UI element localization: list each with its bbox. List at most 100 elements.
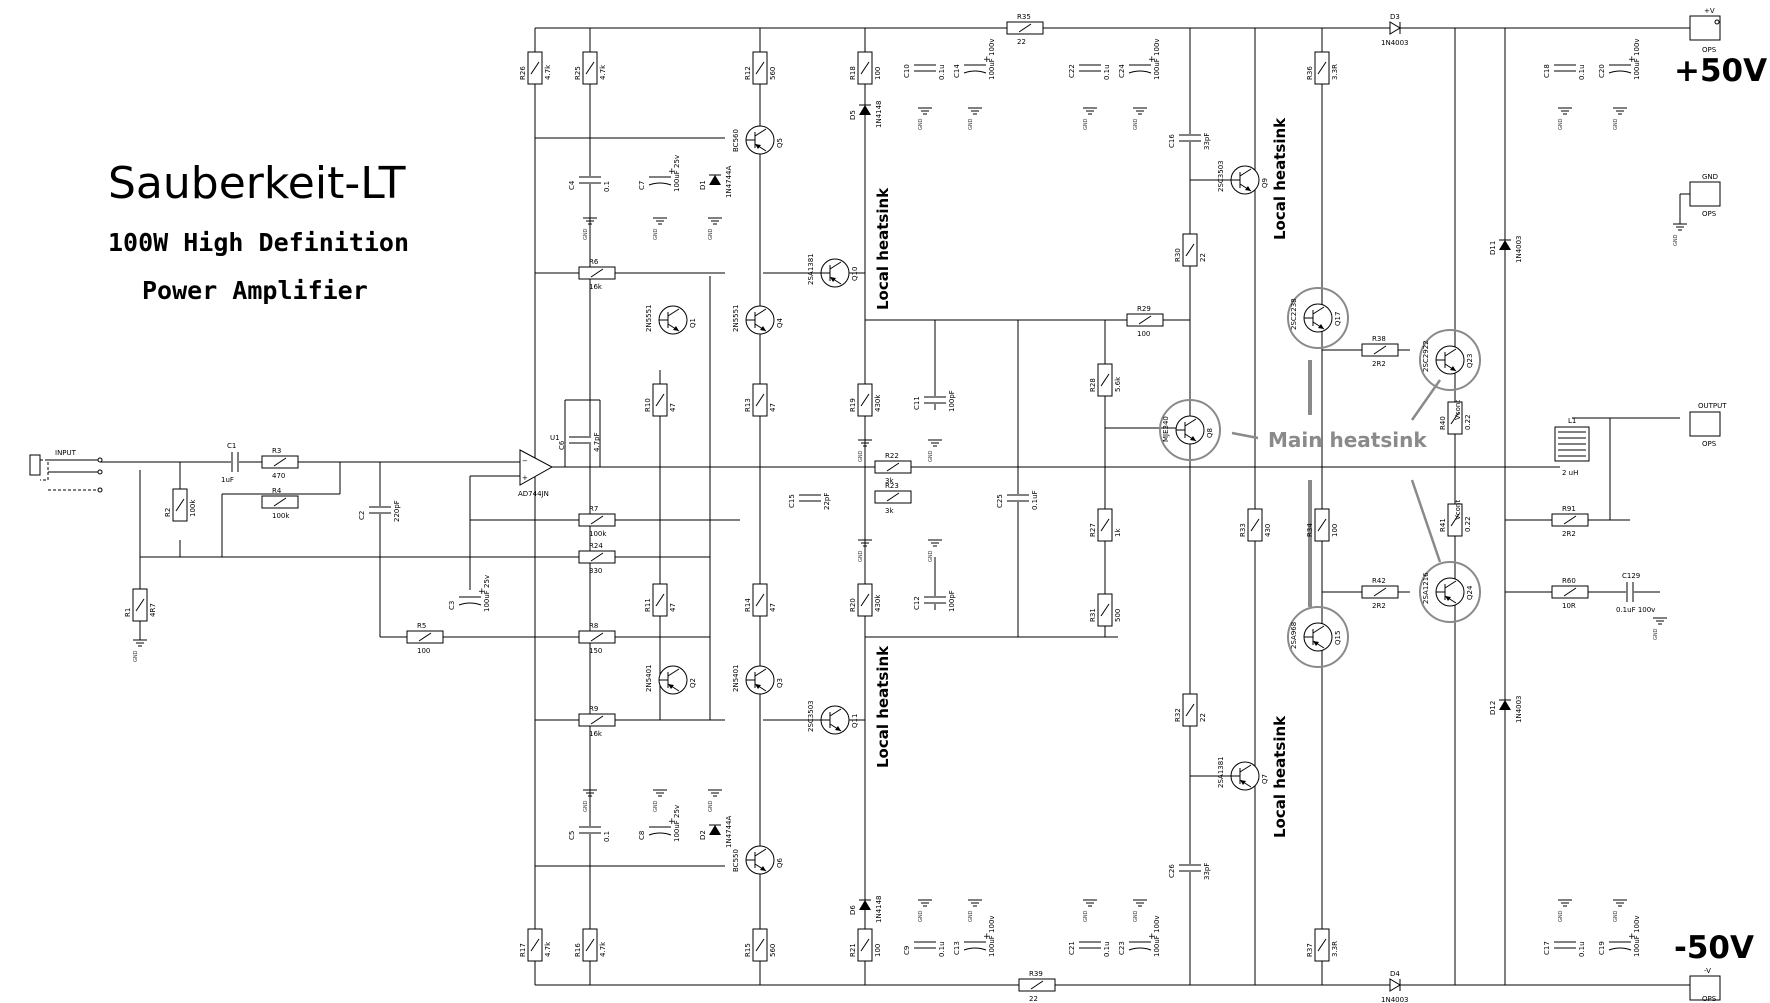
input-jack[interactable]: INPUT <box>29 449 103 493</box>
connector-gnd[interactable]: GND OPS <box>1679 173 1721 224</box>
connector-vminus[interactable]: -V OPS <box>1689 967 1721 1003</box>
opamp-u1[interactable]: − + U1 AD744JN <box>518 399 710 498</box>
connector-output[interactable]: OUTPUT OPS <box>1689 402 1727 448</box>
output-inductor[interactable]: L1 2 uH <box>1554 417 1680 477</box>
connector-vplus[interactable]: +V OPS <box>1689 7 1721 54</box>
